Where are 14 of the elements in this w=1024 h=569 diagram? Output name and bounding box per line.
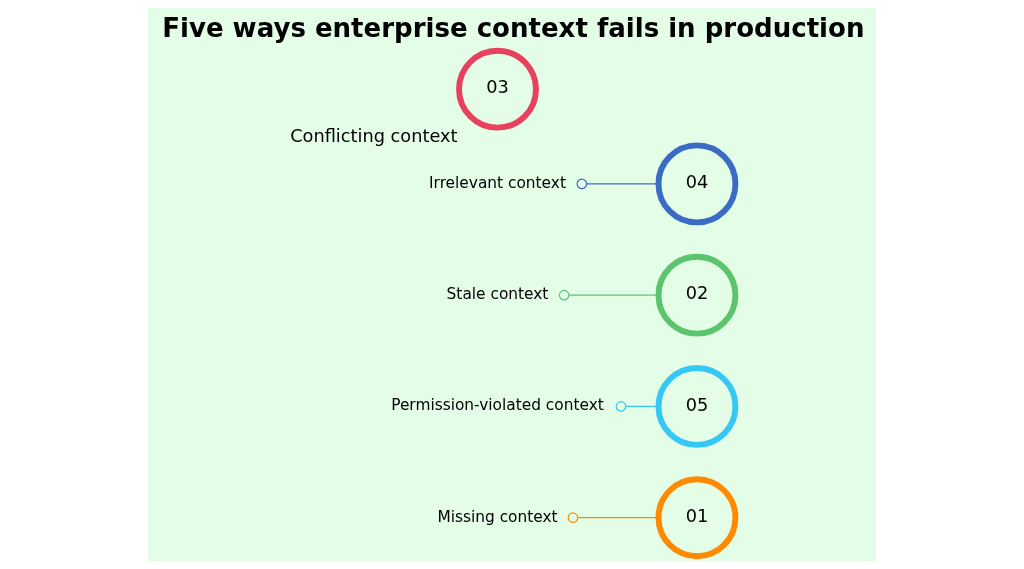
node-text: Permission-violated context bbox=[391, 396, 604, 415]
node-circle: 04 bbox=[655, 142, 739, 226]
connector bbox=[567, 512, 659, 523]
node-circle: 02 bbox=[655, 253, 739, 337]
node-text: Irrelevant context bbox=[429, 173, 566, 192]
node-label: Conflicting context bbox=[290, 125, 458, 146]
node-circle: 05 bbox=[655, 365, 739, 448]
node-circle: 01 bbox=[655, 476, 739, 560]
node-circle: 03 bbox=[456, 47, 539, 131]
connector bbox=[576, 178, 659, 190]
diagram-title: Five ways enterprise context fails in production bbox=[162, 13, 865, 44]
connector bbox=[615, 401, 659, 412]
node-text: Missing context bbox=[437, 507, 558, 526]
node-text: Stale context bbox=[446, 285, 549, 304]
